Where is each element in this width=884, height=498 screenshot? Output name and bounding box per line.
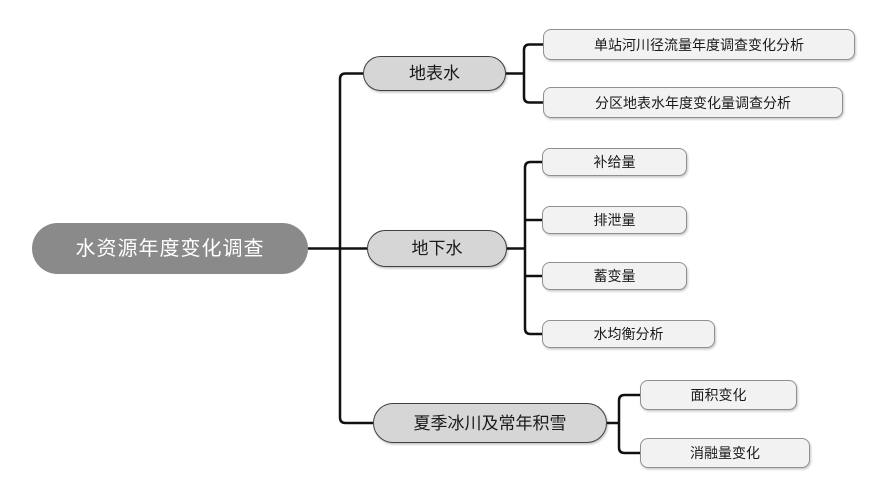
connector-root-to-surface-water (338, 72, 363, 249)
leaf-node-area-change[interactable]: 面积变化 (640, 380, 797, 410)
branch-node-surface-water[interactable]: 地表水 (363, 56, 506, 91)
connector-root-to-glacier-snow (338, 248, 373, 425)
root-node-water-resources-survey[interactable]: 水资源年度变化调查 (32, 223, 308, 274)
branch-node-summer-glacier-perennial-snow[interactable]: 夏季冰川及常年积雪 (373, 403, 607, 443)
connector-groundwater-to-child-1 (523, 160, 542, 249)
leaf-node-recharge-amount[interactable]: 补给量 (542, 148, 687, 176)
leaf-node-regional-surface-water-annual-change-analysis[interactable]: 分区地表水年度变化量调查分析 (543, 87, 843, 118)
branch-node-groundwater[interactable]: 地下水 (367, 230, 507, 267)
leaf-node-discharge-amount[interactable]: 排泄量 (542, 206, 687, 234)
connector-glacier-snow-to-child-1 (617, 393, 640, 423)
leaf-node-water-balance-analysis[interactable]: 水均衡分析 (542, 320, 715, 348)
connector-surface-water-to-child-1 (522, 43, 543, 74)
leaf-node-ablation-amount-change[interactable]: 消融量变化 (640, 438, 810, 468)
leaf-node-single-station-runoff-annual-change-analysis[interactable]: 单站河川径流量年度调查变化分析 (543, 29, 855, 60)
connector-groundwater-to-child-4 (523, 248, 542, 336)
leaf-node-storage-change-amount[interactable]: 蓄变量 (542, 262, 687, 290)
connector-glacier-snow-to-child-2 (617, 423, 640, 455)
connector-surface-water-to-child-2 (522, 73, 543, 104)
